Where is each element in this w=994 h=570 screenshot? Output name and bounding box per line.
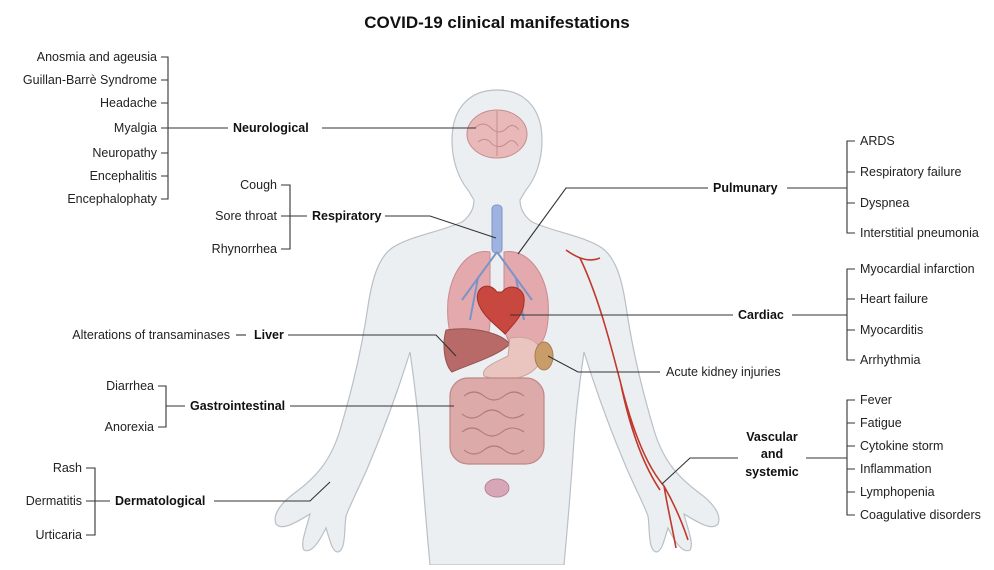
vascular-item-6: Coagulative disorders <box>860 508 981 522</box>
neuro-item-4: Myalgia <box>114 121 157 135</box>
pulm-item-2: Respiratory failure <box>860 165 961 179</box>
bladder <box>485 479 509 497</box>
neuro-label: Neurological <box>233 121 309 135</box>
resp-item-3: Rhynorrhea <box>212 242 277 256</box>
gi-item-1: Diarrhea <box>106 379 154 393</box>
resp-item-1: Cough <box>240 178 277 192</box>
derm-item-2: Dermatitis <box>26 494 82 508</box>
neuro-item-1: Anosmia and ageusia <box>37 50 157 64</box>
pulm-item-4: Interstitial pneumonia <box>860 226 979 240</box>
brain-illustration <box>467 110 527 158</box>
resp-item-2: Sore throat <box>215 209 277 223</box>
derm-item-1: Rash <box>53 461 82 475</box>
derm-label: Dermatological <box>115 494 205 508</box>
cardiac-item-1: Myocardial infarction <box>860 262 975 276</box>
pulm-item-3: Dyspnea <box>860 196 909 210</box>
vascular-item-3: Cytokine storm <box>860 439 943 453</box>
cardiac-label: Cardiac <box>738 308 784 322</box>
neuro-item-5: Neuropathy <box>92 146 157 160</box>
cardiac-bracket <box>792 269 855 360</box>
neuro-item-7: Encephalophaty <box>67 192 157 206</box>
kidney-label: Acute kidney injuries <box>666 365 781 379</box>
vascular-label-line-1: Vascular <box>746 430 798 444</box>
diagram-title: COVID-19 clinical manifestations <box>364 13 629 32</box>
derm-item-3: Urticaria <box>35 528 82 542</box>
neuro-item-6: Encephalitis <box>90 169 157 183</box>
vascular-item-2: Fatigue <box>860 416 902 430</box>
resp-bracket <box>281 185 307 249</box>
neuro-item-2: Guillan-Barrè Syndrome <box>23 73 157 87</box>
pulm-bracket <box>787 141 855 233</box>
derm-bracket <box>86 468 110 535</box>
group-pulmonary: Pulmunary ARDS Respiratory failure Dyspn… <box>518 134 979 254</box>
large-intestine <box>450 378 544 464</box>
vascular-label-line-3: systemic <box>745 465 799 479</box>
vascular-label-line-2: and <box>761 447 783 461</box>
group-dermatological: Rash Dermatitis Urticaria Dermatological <box>26 461 330 542</box>
neuro-item-3: Headache <box>100 96 157 110</box>
kidney-illustration <box>535 342 553 370</box>
pulm-label: Pulmunary <box>713 181 778 195</box>
cardiac-item-4: Arrhythmia <box>860 353 920 367</box>
cardiac-item-3: Myocarditis <box>860 323 923 337</box>
liver-label: Liver <box>254 328 284 342</box>
neuro-bracket <box>161 57 228 199</box>
vascular-item-4: Inflammation <box>860 462 932 476</box>
cardiac-item-2: Heart failure <box>860 292 928 306</box>
human-body-illustration <box>275 90 719 565</box>
resp-label: Respiratory <box>312 209 382 223</box>
vascular-item-1: Fever <box>860 393 892 407</box>
gi-label: Gastrointestinal <box>190 399 285 413</box>
liver-item-1: Alterations of transaminases <box>72 328 230 342</box>
pulm-item-1: ARDS <box>860 134 895 148</box>
vascular-item-5: Lymphopenia <box>860 485 935 499</box>
group-gastrointestinal: Diarrhea Anorexia Gastrointestinal <box>105 379 454 434</box>
gi-item-2: Anorexia <box>105 420 154 434</box>
trachea <box>492 205 502 253</box>
vascular-bracket <box>806 400 855 515</box>
gi-bracket <box>158 386 185 427</box>
